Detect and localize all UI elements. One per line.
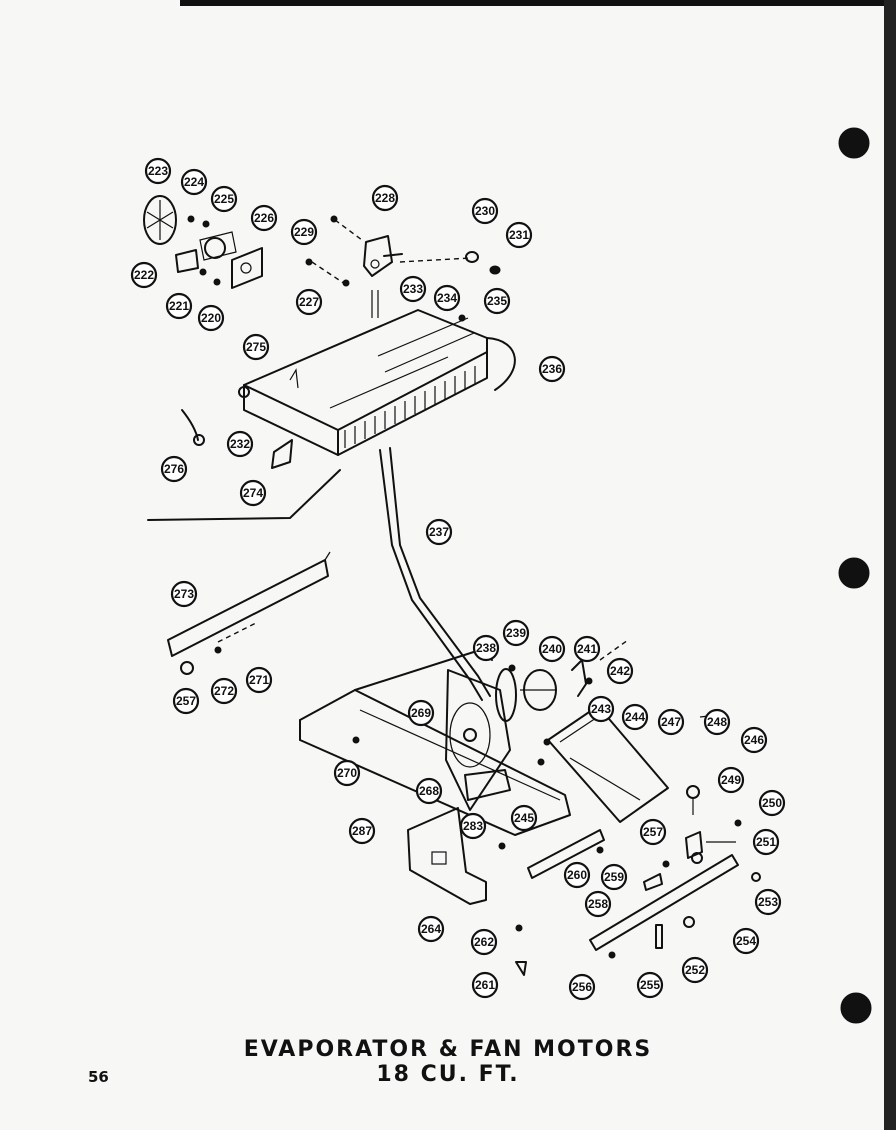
binder-hole <box>838 557 870 589</box>
evaporator-fan-motor-part <box>495 639 629 722</box>
scan-right-edge <box>884 0 896 1130</box>
scan-top-edge <box>180 0 896 6</box>
wire-clip-part <box>181 409 199 441</box>
page-number: 56 <box>88 1068 109 1086</box>
front-rail-part <box>527 829 605 879</box>
hinge-bracket-part <box>685 785 742 864</box>
mounting-frame-part <box>299 649 571 836</box>
fan-blade-part <box>143 195 177 245</box>
page-title: EVAPORATOR & FAN MOTORS <box>243 1037 653 1062</box>
cover-rail-part <box>167 551 331 675</box>
evaporator-part <box>238 290 516 456</box>
page-subtitle: 18 CU. FT. <box>376 1062 520 1087</box>
liner-edge <box>147 469 341 521</box>
channel-part <box>537 705 727 823</box>
retainer-clip-part <box>271 439 293 469</box>
cover-plate-part <box>407 807 527 976</box>
binder-hole <box>838 127 870 159</box>
fan-shroud-part <box>445 669 511 811</box>
small-fan-motor-part <box>175 215 263 289</box>
drain-tube-part <box>379 447 491 701</box>
support-rail-part <box>589 854 739 951</box>
binder-hole <box>840 992 872 1024</box>
motor-bracket-part <box>305 215 501 287</box>
